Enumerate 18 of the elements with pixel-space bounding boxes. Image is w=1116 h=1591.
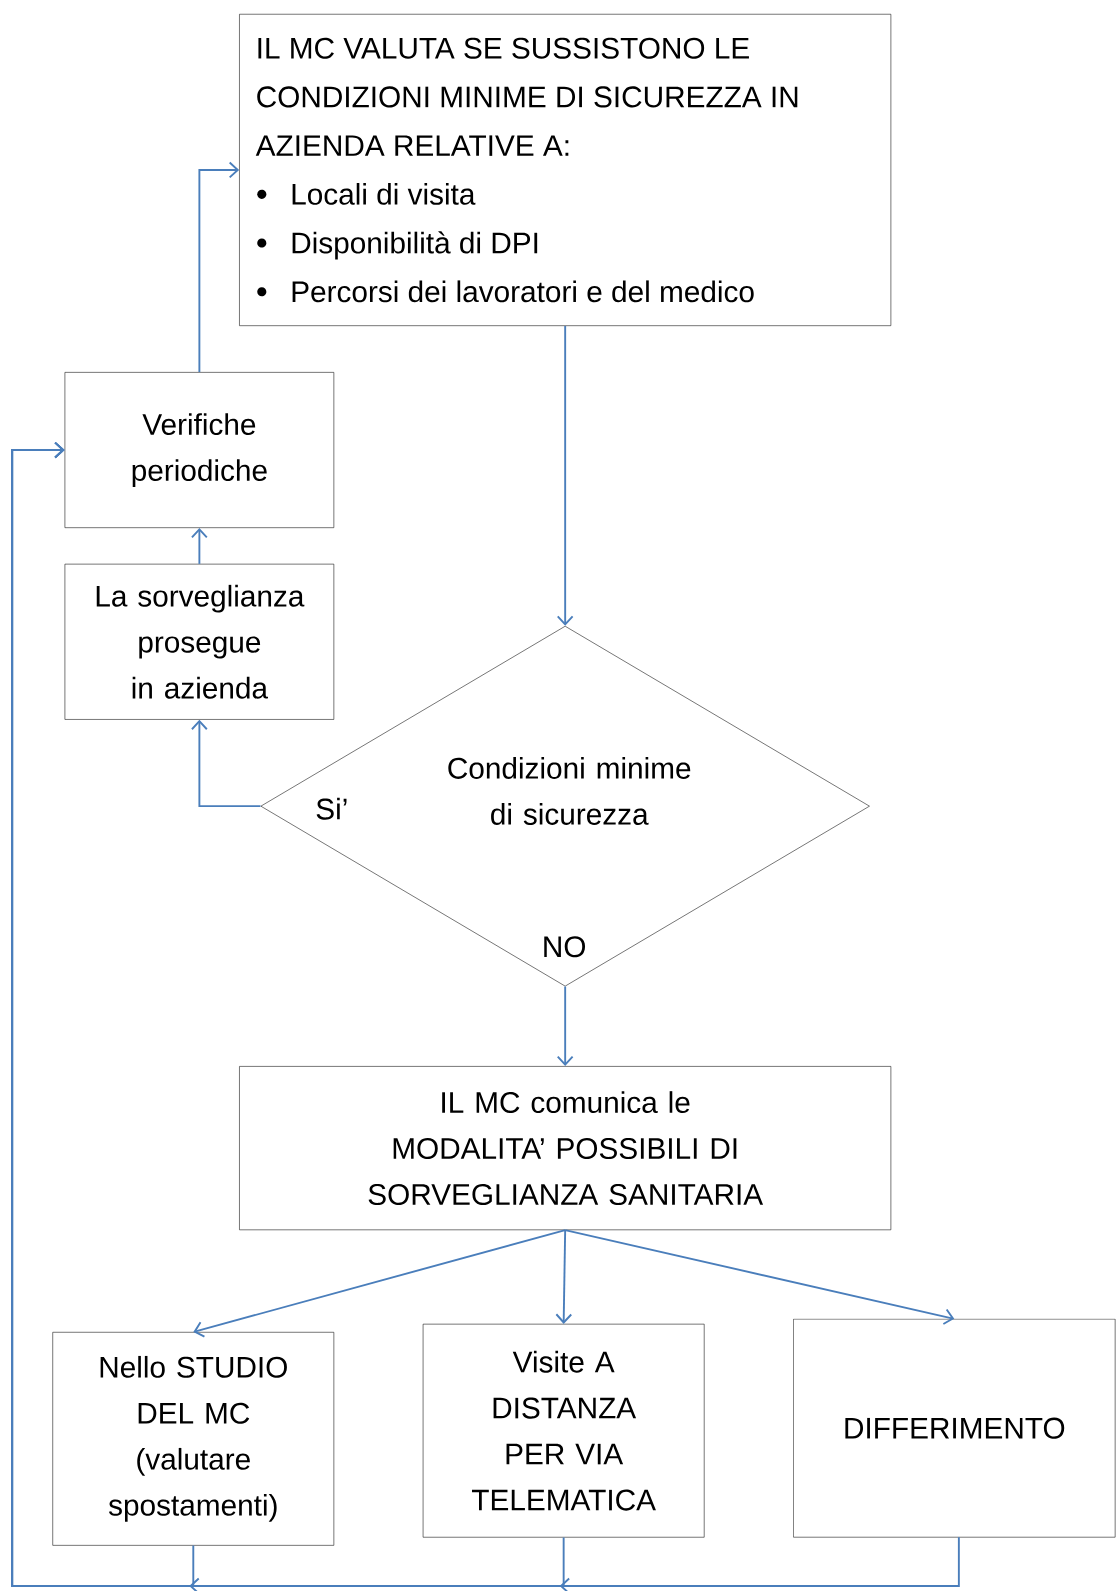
process-box: DIFFERIMENTO	[793, 1318, 1116, 1538]
process-box: Nello STUDIO DEL MC (valutare spostamenti)	[52, 1332, 335, 1546]
process-box: La sorveglianza prosegue in azienda	[64, 563, 335, 720]
arrow	[556, 985, 574, 1067]
arrow	[11, 441, 960, 1591]
process-box: Verifiche periodiche	[64, 372, 335, 528]
process-box: IL MC comunica le MODALITA’ POSSIBILI DI SORVEGLIANZA SANITARIA	[239, 1066, 892, 1231]
arrow	[198, 161, 240, 374]
arrow	[193, 1229, 567, 1338]
process-box: IL MC VALUTA SE SUSSISTONO LE CONDIZIONI MINIME DI SICUREZZA IN AZIENDA RELATIVE A: Locali di visita Disponibilità di DPI Percorsi dei lavoratori e del medico	[239, 14, 892, 326]
edge-label: NO	[540, 934, 588, 959]
arrow	[190, 719, 262, 808]
arrow	[556, 325, 574, 626]
process-box: Visite A DISTANZA PER VIA TELEMATICA	[422, 1323, 705, 1538]
edge-label: Si’	[313, 796, 350, 821]
arrow	[564, 1229, 955, 1325]
arrow	[190, 527, 208, 565]
arrow	[555, 1229, 573, 1324]
